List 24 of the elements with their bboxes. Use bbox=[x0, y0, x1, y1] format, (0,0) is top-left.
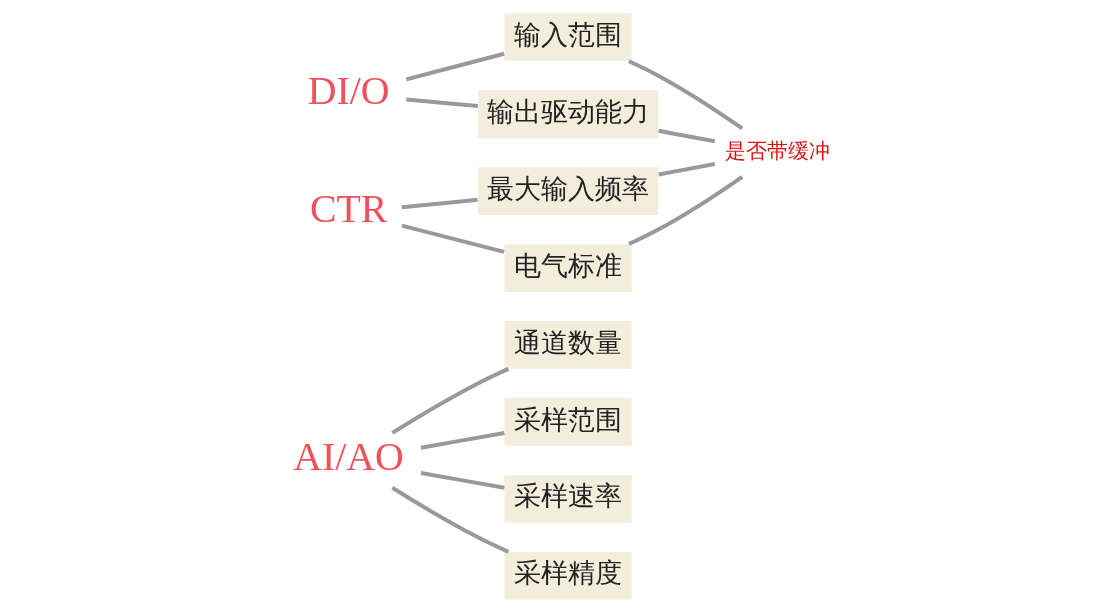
node-box: 采样范围 bbox=[503, 398, 632, 446]
node-box: 采样速率 bbox=[503, 474, 632, 523]
node-text: 是否带缓冲 bbox=[724, 138, 830, 163]
connector bbox=[390, 486, 509, 554]
node-text: DI/O bbox=[307, 69, 389, 114]
node-box: 输出驱动能力 bbox=[477, 90, 658, 139]
connector bbox=[405, 97, 478, 108]
node-box: 输入范围 bbox=[503, 13, 632, 62]
connector bbox=[420, 471, 505, 490]
connector bbox=[400, 223, 505, 254]
connector bbox=[390, 367, 509, 435]
connector bbox=[420, 431, 505, 450]
node-box: 最大输入频率 bbox=[477, 167, 658, 215]
connector bbox=[401, 197, 478, 210]
node-box: 通道数量 bbox=[503, 321, 632, 369]
connector bbox=[627, 59, 743, 131]
connector bbox=[627, 175, 743, 246]
node-box: 电气标准 bbox=[503, 244, 632, 292]
node-text: CTR bbox=[309, 187, 387, 232]
connector bbox=[657, 162, 715, 177]
connector bbox=[657, 128, 715, 144]
node-text: AI/AO bbox=[292, 435, 404, 480]
node-box: 采样精度 bbox=[503, 551, 632, 600]
connector bbox=[405, 51, 505, 82]
